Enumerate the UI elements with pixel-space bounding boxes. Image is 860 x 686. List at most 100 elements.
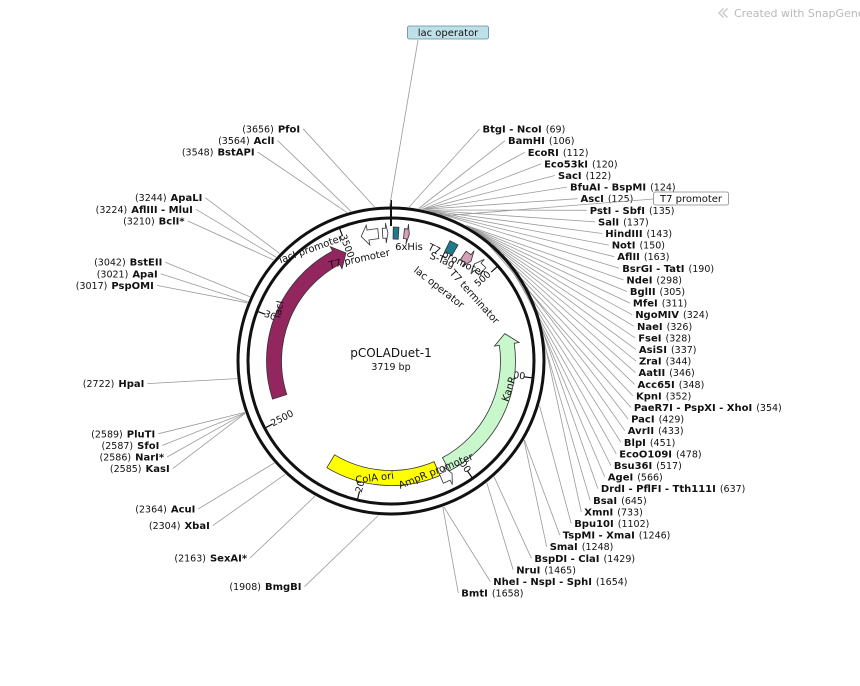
feature-laci-promoter <box>360 223 380 247</box>
site-name: AflII <box>617 252 640 263</box>
site-pluti: (2589) PluTI <box>91 429 155 440</box>
site-position: (112) <box>563 148 589 159</box>
site-leader-line <box>156 285 248 304</box>
site-name: BmtI <box>461 589 488 600</box>
site-name: AvrII <box>628 426 654 437</box>
feature-lac-operator <box>392 226 400 240</box>
site-position: (328) <box>665 333 691 344</box>
site-name: SmaI <box>550 542 578 553</box>
site-aatii: AatII(346) <box>639 368 695 379</box>
site-smai: SmaI(1248) <box>550 542 614 553</box>
site-leader-line <box>423 186 568 210</box>
snapgene-logo-icon <box>718 8 728 18</box>
site-leader-line <box>465 224 624 281</box>
site-leader-line <box>205 197 280 254</box>
site-zrai: ZraI(344) <box>639 357 691 368</box>
site-position: (2585) <box>110 464 142 475</box>
plasmid-backbone <box>236 200 546 516</box>
site-leader-line <box>249 495 316 559</box>
site-xmni: XmnI(733) <box>584 507 643 518</box>
site-leader-line <box>422 163 542 210</box>
site-position: (429) <box>659 415 685 426</box>
plasmid-name: pCOLADuet-1 <box>350 346 432 360</box>
site-nrui: NruI(1465) <box>516 565 576 576</box>
site-leader-line <box>426 209 596 223</box>
site-position: (69) <box>546 125 566 136</box>
site-saci: SacI(122) <box>558 171 611 182</box>
site-name: NarI* <box>135 453 165 464</box>
site-name: ApaLI <box>171 193 203 204</box>
site-name: BspDI - ClaI <box>534 554 599 565</box>
site-position: (305) <box>660 287 686 298</box>
site-name: PstI - SbfI <box>590 206 645 217</box>
laci-label: lacI <box>272 300 286 319</box>
site-position: (3548) <box>182 148 214 159</box>
site-position: (2587) <box>102 441 134 452</box>
site-position: (137) <box>623 217 649 228</box>
site-leader-line <box>471 228 633 316</box>
site-leader-line <box>160 273 248 303</box>
plasmid-title-group: pCOLADuet-1 3719 bp <box>350 346 432 373</box>
site-leader-line <box>471 228 635 327</box>
feature-t7-promoter <box>381 223 389 244</box>
tick-mark <box>357 491 361 500</box>
site-name: PluTI <box>127 429 155 440</box>
boxed-feature-leader <box>444 198 654 217</box>
site-name: NgoMIV <box>635 310 679 321</box>
site-ecori: EcoRI(112) <box>528 148 589 159</box>
site-bstapi: (3548)BstAPI <box>182 148 255 159</box>
site-eco53ki: Eco53kI(120) <box>544 159 617 170</box>
site-position: (346) <box>669 368 695 379</box>
site-name: Acc65I <box>638 380 675 391</box>
site-acui: (2364)AcuI <box>135 504 195 515</box>
site-position: (637) <box>720 484 746 495</box>
site-position: (433) <box>658 426 684 437</box>
site-leader-line <box>523 440 548 547</box>
site-leader-line <box>422 175 556 210</box>
site-name: Bsu36I <box>614 461 652 472</box>
site-leader-line <box>429 210 609 246</box>
boxed-feature-frame <box>653 191 729 206</box>
site-name: KasI <box>146 464 170 475</box>
site-leader-line <box>472 228 636 339</box>
site-leader-line <box>158 412 245 435</box>
site-position: (1658) <box>492 589 524 600</box>
site-leader-line <box>474 230 637 350</box>
site-position: (125) <box>608 194 634 205</box>
site-position: (2589) <box>91 429 123 440</box>
site-position: (106) <box>549 136 575 147</box>
site-name: NotI <box>612 241 636 252</box>
site-leader-line <box>433 211 615 258</box>
site-asisi: AsiSI(337) <box>639 345 697 356</box>
site-leader-line <box>257 151 348 213</box>
site-name: Bpu10I <box>574 519 614 530</box>
site-psti-sbfi: PstI - SbfI(135) <box>590 206 675 217</box>
site-name: XbaI <box>184 521 209 532</box>
site-leader-line <box>147 378 238 384</box>
site-leader-line <box>517 271 606 478</box>
site-leader-line <box>442 507 459 594</box>
feature-ampr-promoter <box>438 466 453 485</box>
feature-cola-ori <box>326 454 441 486</box>
site-leader-line <box>537 310 582 512</box>
site-position: (1102) <box>618 519 650 530</box>
site-leader-line <box>443 506 491 582</box>
site-name: AflIII - MluI <box>131 205 193 216</box>
site-leader-line <box>198 462 275 510</box>
boxed-feature-t7-promoter: T7 promoter <box>659 194 723 205</box>
site-position: (150) <box>639 241 665 252</box>
feature-t7-terminator <box>470 259 487 276</box>
site-position: (1429) <box>604 554 636 565</box>
site-paci: PacI(429) <box>631 415 684 426</box>
site-leader-line <box>468 226 631 304</box>
site-name: AsiSI <box>639 345 667 356</box>
site-leader-line <box>524 439 561 536</box>
site-leader-line <box>539 405 572 524</box>
site-position: (1465) <box>544 565 576 576</box>
tick-mark <box>257 310 266 315</box>
site-bsu36i: Bsu36I(517) <box>614 461 682 472</box>
site-leader-line <box>423 198 578 210</box>
site-ngomiv: NgoMIV(324) <box>635 310 708 321</box>
site-apai: (3021)ApaI <box>97 269 158 280</box>
